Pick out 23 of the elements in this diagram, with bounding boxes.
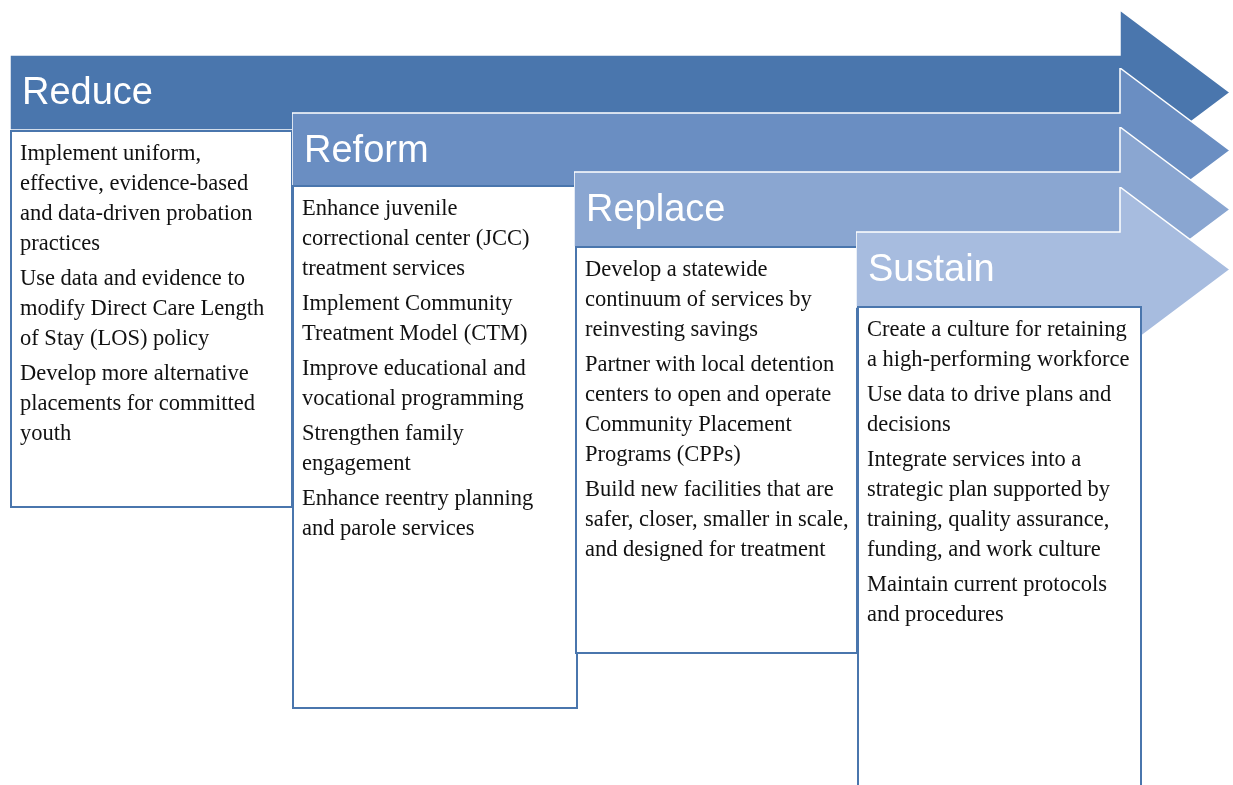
action-text: Enhance juvenile correctional center (JCC) treatment services bbox=[302, 194, 531, 282]
action-text: Strengthen family engagement bbox=[302, 419, 465, 477]
action-text: Build new facilities that are safer, closer, smaller in scale, and designed for treatment bbox=[585, 475, 850, 563]
stage-heading: Sustain bbox=[868, 246, 995, 290]
text-box bbox=[857, 306, 1142, 785]
action-text: Develop a statewide continuum of services by reinvesting savings bbox=[585, 255, 813, 343]
action-text: Improve educational and vocational programming bbox=[302, 354, 527, 412]
stage-heading: Reduce bbox=[22, 69, 153, 113]
action-text: Create a culture for retaining a high-performing workforce bbox=[867, 315, 1131, 373]
text-box bbox=[10, 130, 293, 508]
text-box bbox=[292, 185, 578, 709]
stage-heading: Replace bbox=[586, 186, 726, 230]
action-text: Integrate services into a strategic plan supported by training, quality assurance, funding, and work culture bbox=[867, 445, 1112, 563]
text-box bbox=[575, 246, 858, 654]
action-text: Use data and evidence to modify Direct Care Length of Stay (LOS) policy bbox=[20, 264, 266, 352]
action-text: Maintain current protocols and procedures bbox=[867, 570, 1108, 628]
action-text: Enhance reentry planning and parole services bbox=[302, 484, 535, 542]
action-text: Develop more alternative placements for committed youth bbox=[20, 359, 256, 447]
action-text: Implement Community Treatment Model (CTM) bbox=[302, 289, 529, 347]
stage-heading: Reform bbox=[304, 127, 429, 171]
action-text: Implement uniform, effective, evidence-based and data-driven probation practices bbox=[20, 139, 254, 257]
action-text: Partner with local detention centers to open and operate Community Placement Programs (CPPs) bbox=[585, 350, 836, 468]
action-text: Use data to drive plans and decisions bbox=[867, 380, 1113, 438]
